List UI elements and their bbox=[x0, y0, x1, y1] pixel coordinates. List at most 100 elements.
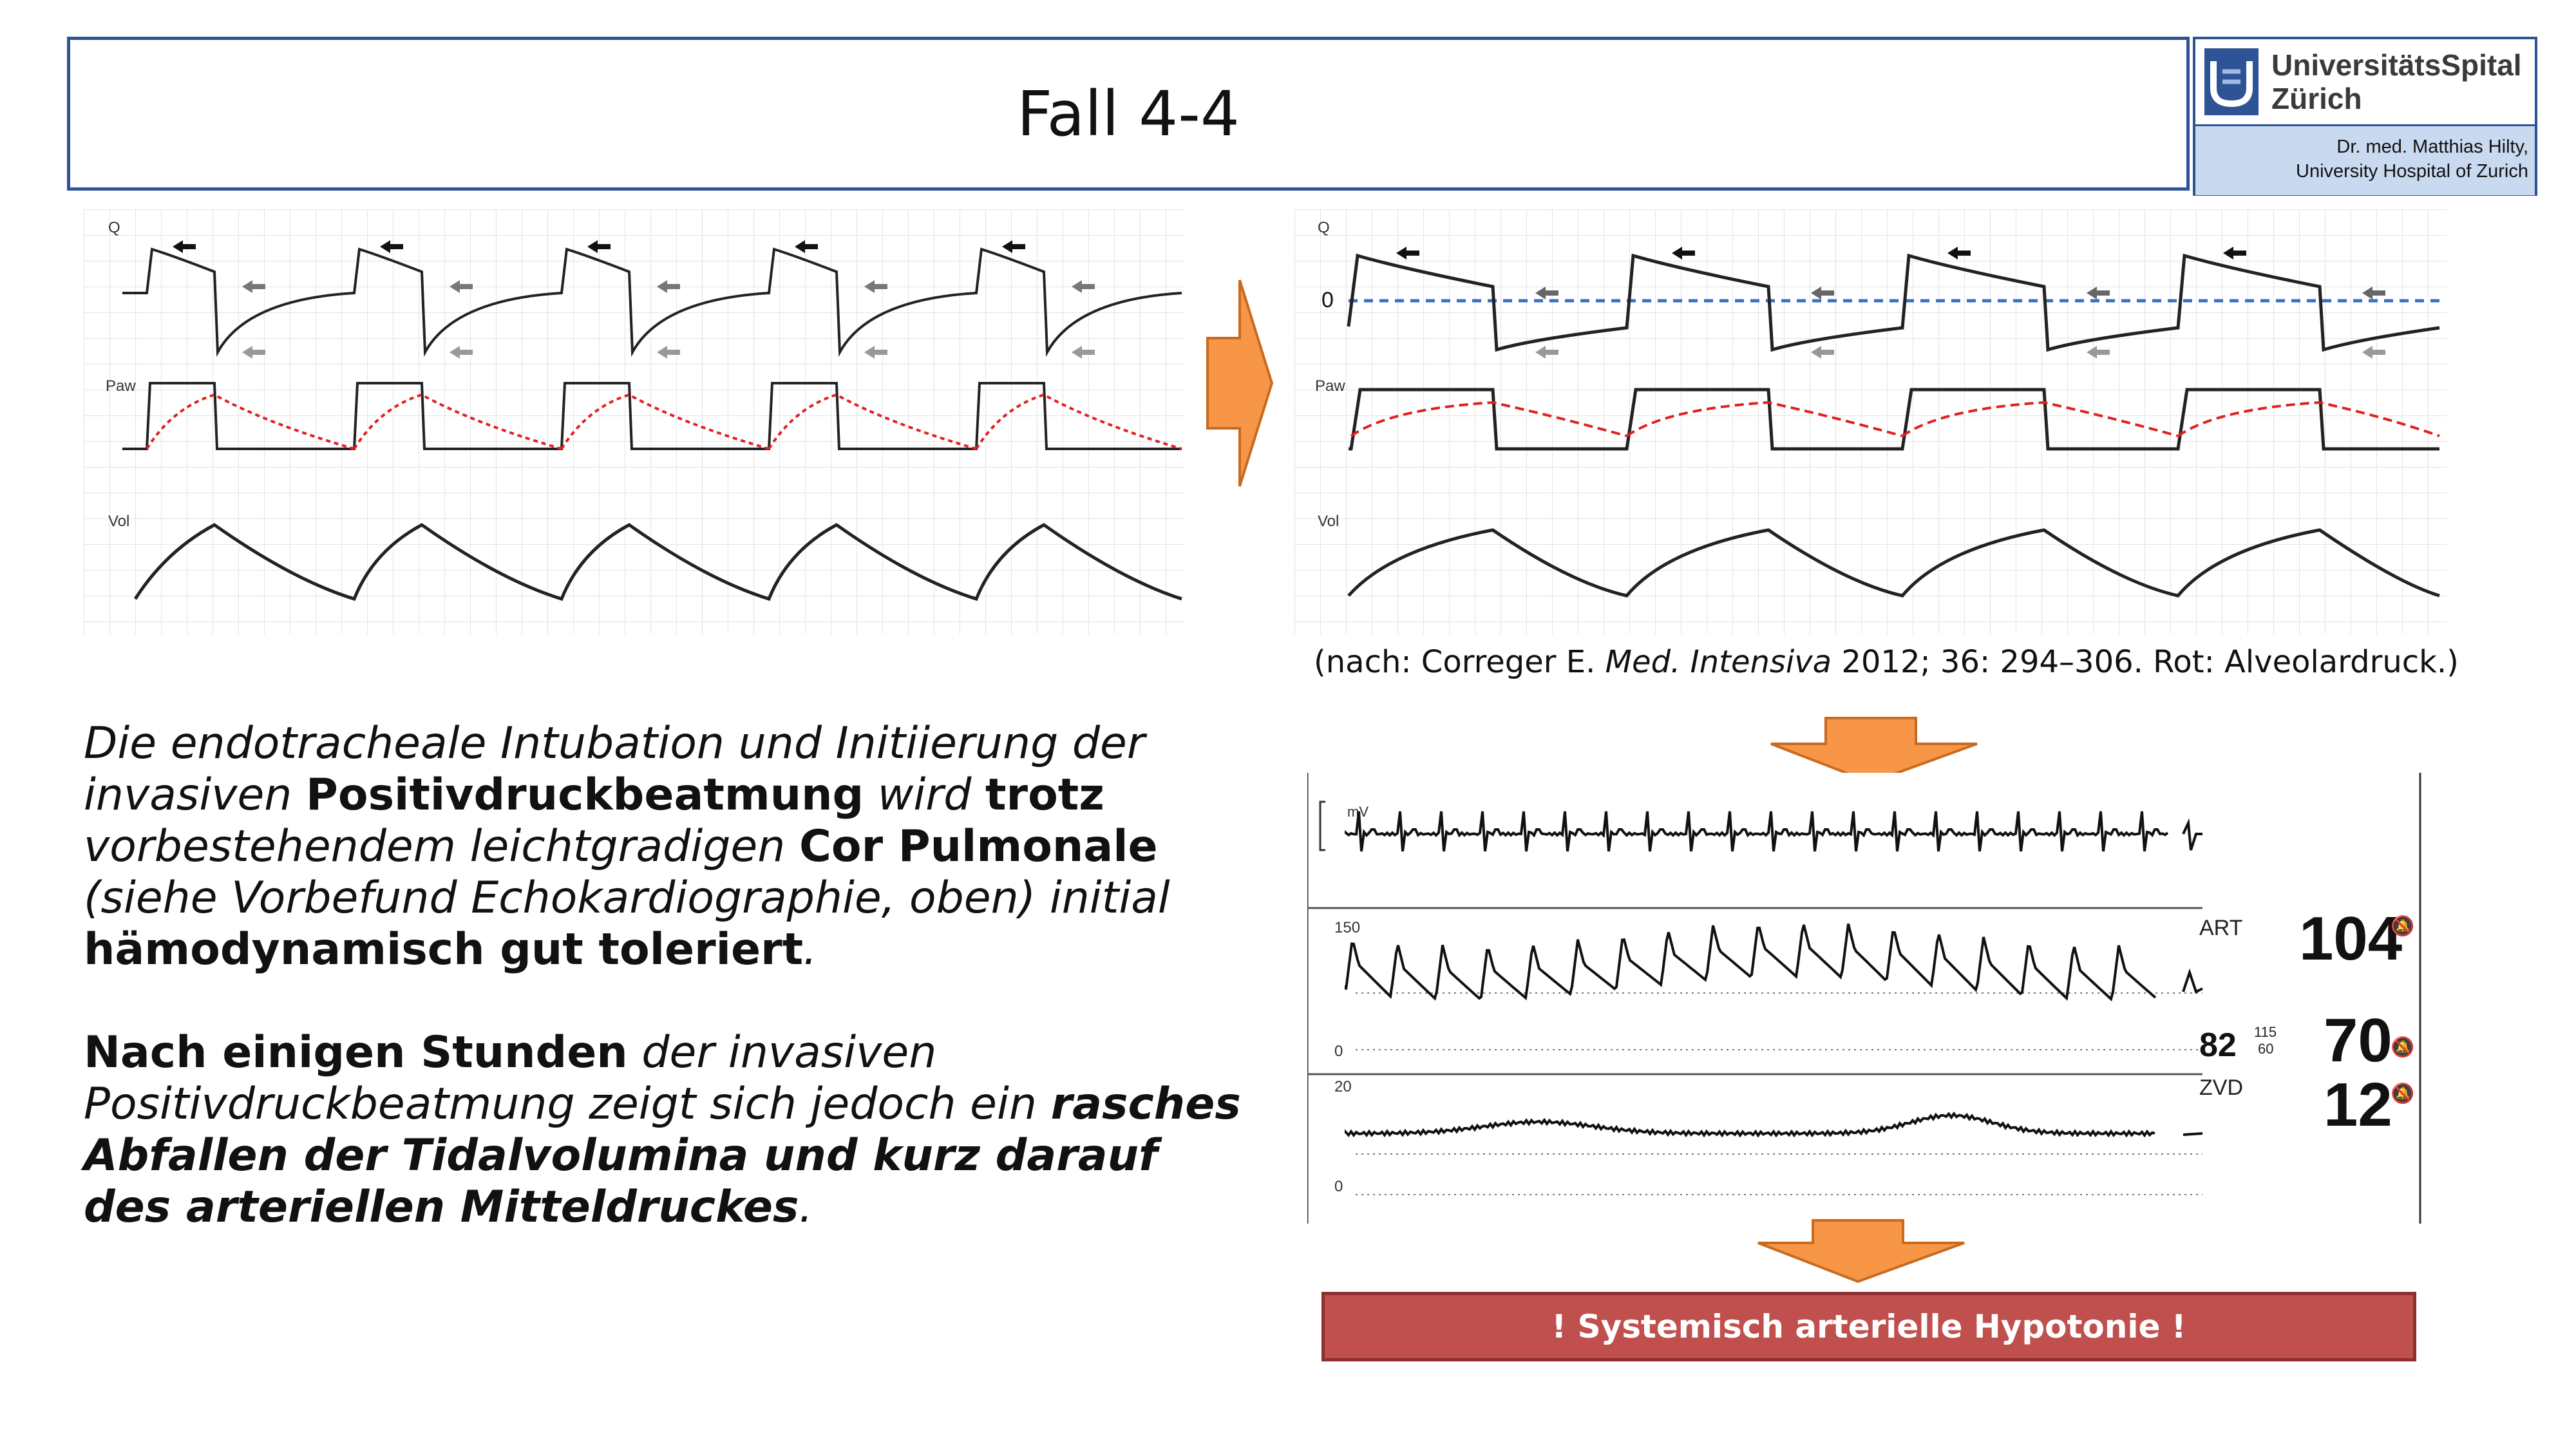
arterial-pressure-trace bbox=[1345, 923, 2203, 1001]
central-venous-pressure-trace bbox=[1345, 1111, 2203, 1138]
usz-emblem-icon bbox=[2204, 48, 2259, 115]
arrow-down-icon bbox=[1770, 717, 1978, 784]
flow-trace bbox=[122, 247, 1182, 357]
flow-arrow-icon bbox=[450, 346, 473, 359]
flow-arrow-icon bbox=[1947, 247, 1971, 260]
flow-arrow-icon bbox=[2362, 287, 2385, 299]
flow-arrow-icon bbox=[1072, 280, 1095, 293]
art-value-mean: 70 bbox=[2324, 1006, 2392, 1075]
flow-arrow-icon bbox=[1396, 247, 1419, 260]
flow-arrow-icon bbox=[795, 240, 818, 253]
flow-arrow-icon bbox=[242, 280, 265, 293]
author-line1: Dr. med. Matthias Hilty, bbox=[2336, 137, 2528, 157]
case-description: Die endotracheale Intubation und Initiie… bbox=[84, 718, 1243, 1233]
hospital-logo: UniversitätsSpital Zürich bbox=[2195, 39, 2535, 124]
flow-arrow-icon bbox=[1535, 287, 1558, 299]
flow-arrow-icon bbox=[173, 240, 196, 253]
flow-arrow-icon bbox=[864, 346, 887, 359]
zero-flow-label: 0 bbox=[1321, 288, 1334, 312]
hypotension-alert: ! Systemisch arterielle Hypotonie ! bbox=[1321, 1292, 2416, 1361]
patient-monitor: mV 150 0 20 0 ART 104 🔕 82 115 60 70 🔕 Z… bbox=[1307, 773, 2428, 1224]
text-run: Die endotracheale Intubation und Initiie… bbox=[84, 718, 1145, 820]
logo-name-line2: Zürich bbox=[2271, 82, 2362, 115]
text-run: wird bbox=[864, 770, 986, 820]
flow-arrow-icon bbox=[2362, 346, 2385, 359]
art-value-top: 104 bbox=[2299, 904, 2402, 973]
zvd-scale-bottom: 0 bbox=[1334, 1178, 1343, 1195]
text-bold: Positivdruckbeatmung bbox=[306, 770, 864, 820]
title-banner: Fall 4-4 bbox=[67, 37, 2190, 191]
text-bold: Cor Pulmonale bbox=[799, 821, 1158, 872]
zvd-value: 12 bbox=[2324, 1070, 2392, 1139]
flow-arrow-icon bbox=[1811, 287, 1834, 299]
flow-arrow-icon bbox=[657, 346, 680, 359]
zvd-label: ZVD bbox=[2199, 1075, 2243, 1100]
art-heart-rate: 82 bbox=[2199, 1027, 2237, 1064]
art-scale-top: 150 bbox=[1334, 919, 1360, 936]
flow-arrows bbox=[173, 240, 1095, 359]
airway-pressure-trace bbox=[1349, 388, 2439, 451]
ventilator-waveforms-later: Q Paw Vol 0 bbox=[1294, 209, 2447, 634]
flow-trace bbox=[1347, 253, 2440, 352]
flow-arrow-icon bbox=[242, 346, 265, 359]
ecg-scale-bracket bbox=[1319, 800, 1325, 851]
ventilator-waveforms-initial: Q Paw Vol bbox=[84, 209, 1185, 634]
text-run: der invasiven Positivdruckbeatmung zeigt… bbox=[84, 1027, 1051, 1130]
airway-pressure-trace bbox=[122, 382, 1182, 450]
art-label: ART bbox=[2199, 916, 2242, 940]
art-diastolic: 60 bbox=[2258, 1041, 2273, 1057]
arrow-down-icon bbox=[1757, 1219, 1965, 1283]
text-run: . bbox=[803, 924, 817, 975]
page-title: Fall 4-4 bbox=[1017, 77, 1240, 150]
flow-arrow-icon bbox=[2087, 346, 2110, 359]
alarm-off-icon: 🔕 bbox=[2391, 1036, 2414, 1058]
flow-arrows bbox=[1396, 247, 2385, 359]
flow-arrow-icon bbox=[380, 240, 403, 253]
flow-arrow-icon bbox=[1072, 346, 1095, 359]
flow-arrow-icon bbox=[1672, 247, 1695, 260]
volume-trace bbox=[1347, 528, 2440, 598]
text-bold-italic: rasches Abfallen der Tidalvolumina und k… bbox=[84, 1079, 1241, 1233]
paragraph-intubation: Die endotracheale Intubation und Initiie… bbox=[84, 718, 1243, 976]
flow-arrow-icon bbox=[1535, 346, 1558, 359]
art-scale-bottom: 0 bbox=[1334, 1043, 1343, 1060]
channel-label-vol: Vol bbox=[108, 513, 129, 530]
caption-suffix: 2012; 36: 294–306. Rot: Alveolardruck.) bbox=[1832, 644, 2459, 680]
channel-label-q: Q bbox=[1318, 219, 1330, 236]
author-credit: Dr. med. Matthias Hilty, University Hosp… bbox=[2195, 124, 2535, 195]
channel-label-paw: Paw bbox=[106, 377, 136, 395]
waveform-grid bbox=[1294, 209, 2447, 634]
flow-arrow-icon bbox=[1811, 346, 1834, 359]
channel-label-vol: Vol bbox=[1318, 513, 1339, 530]
flow-arrow-icon bbox=[450, 280, 473, 293]
caption-journal: Med. Intensiva bbox=[1605, 644, 1832, 680]
alveolar-pressure-trace bbox=[1350, 401, 2440, 437]
alveolar-pressure-trace bbox=[146, 393, 1182, 450]
text-run: (siehe Vorbefund Echokardiographie, oben… bbox=[84, 873, 1170, 923]
channel-label-paw: Paw bbox=[1315, 377, 1345, 395]
text-bold: Nach einigen Stunden bbox=[84, 1027, 628, 1078]
zvd-scale-top: 20 bbox=[1334, 1078, 1352, 1095]
text-bold: hämodynamisch gut toleriert bbox=[84, 924, 804, 975]
flow-arrow-icon bbox=[864, 280, 887, 293]
volume-trace bbox=[133, 523, 1182, 601]
flow-arrow-icon bbox=[2223, 247, 2246, 260]
flow-arrow-icon bbox=[1002, 240, 1025, 253]
ecg-trace bbox=[1345, 811, 2202, 852]
figure-caption: (nach: Correger E. Med. Intensiva 2012; … bbox=[1314, 644, 2459, 680]
channel-label-q: Q bbox=[108, 219, 120, 236]
text-bold: trotz bbox=[985, 770, 1104, 820]
alarm-off-icon: 🔕 bbox=[2391, 914, 2414, 937]
flow-arrow-icon bbox=[587, 240, 611, 253]
alarm-off-icon: 🔕 bbox=[2391, 1082, 2414, 1104]
text-run: vorbestehendem leichtgradigen bbox=[84, 821, 799, 872]
hospital-logo-box: UniversitätsSpital Zürich Dr. med. Matth… bbox=[2193, 37, 2537, 196]
text-run: . bbox=[799, 1182, 813, 1233]
flow-arrow-icon bbox=[657, 280, 680, 293]
waveform-grid bbox=[84, 209, 1185, 634]
author-line2: University Hospital of Zurich bbox=[2296, 161, 2528, 182]
arrow-right-icon bbox=[1206, 279, 1274, 487]
logo-name-line1: UniversitätsSpital bbox=[2271, 48, 2522, 82]
art-systolic: 115 bbox=[2254, 1024, 2277, 1040]
paragraph-deterioration: Nach einigen Stunden der invasiven Posit… bbox=[84, 1027, 1243, 1233]
